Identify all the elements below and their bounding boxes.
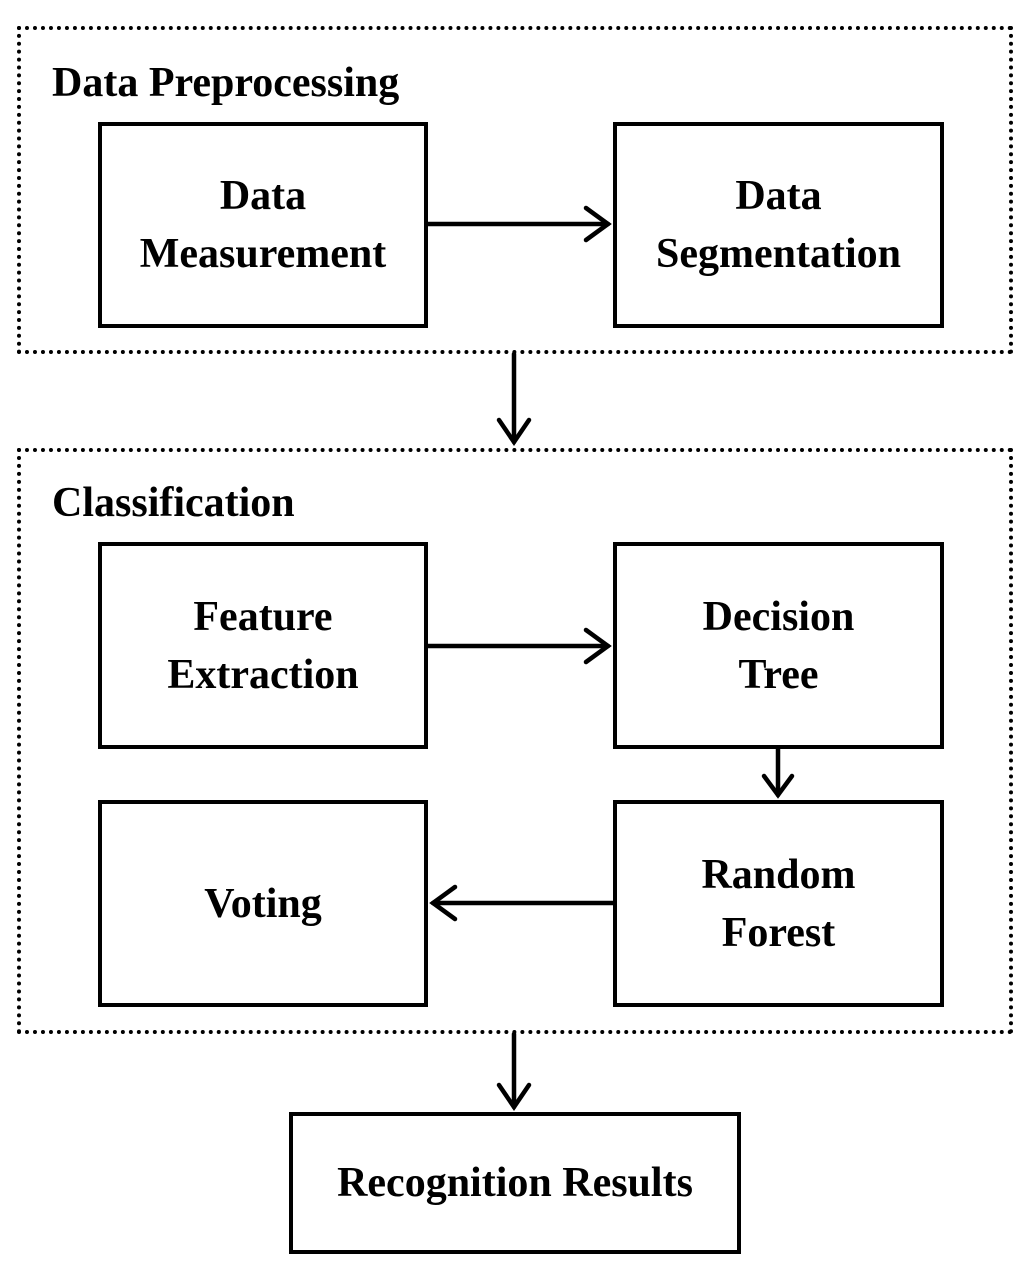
decision-tree-label: Decision Tree xyxy=(702,593,855,698)
recognition-results-label: Recognition Results xyxy=(337,1160,693,1206)
recognition-results-box: Recognition Results xyxy=(289,1112,741,1254)
decision-tree-box: Decision Tree xyxy=(613,542,944,749)
random-forest-label: Random Forest xyxy=(701,851,856,956)
data-measurement-box: Data Measurement xyxy=(98,122,428,328)
classification-group-title: Classification xyxy=(52,480,295,526)
feature-extraction-box: Feature Extraction xyxy=(98,542,428,749)
arrow-classification-to-results xyxy=(496,1031,532,1111)
feature-extraction-label: Feature Extraction xyxy=(167,593,359,698)
voting-box: Voting xyxy=(98,800,428,1007)
data-segmentation-label: Data Segmentation xyxy=(656,173,901,277)
arrow-preprocessing-to-classification xyxy=(496,351,532,446)
voting-label: Voting xyxy=(204,880,322,927)
random-forest-box: Random Forest xyxy=(613,800,944,1007)
preprocessing-group-title: Data Preprocessing xyxy=(52,60,400,106)
data-segmentation-box: Data Segmentation xyxy=(613,122,944,328)
data-measurement-label: Data Measurement xyxy=(139,173,387,277)
